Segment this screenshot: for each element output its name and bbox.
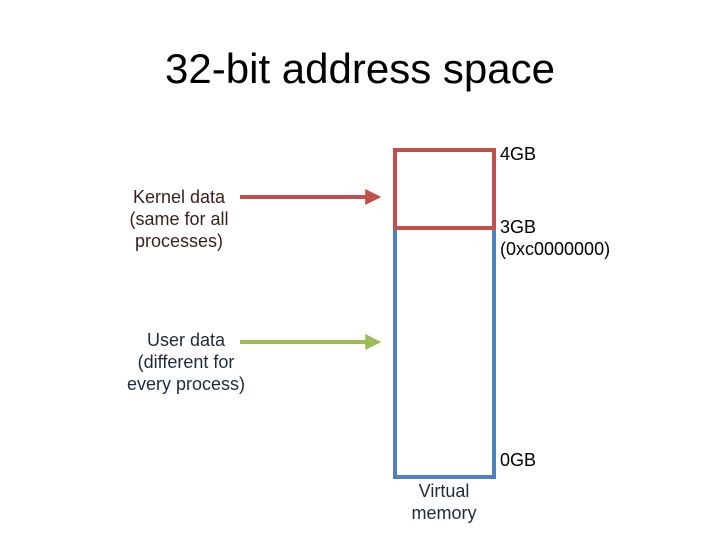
kernel-data-label: Kernel data (same for all processes) xyxy=(129,187,229,251)
user-data-label: User data (different for every process) xyxy=(126,330,246,394)
user-region-box xyxy=(393,226,496,479)
slide-title: 32-bit address space xyxy=(165,45,555,92)
virtual-memory-label: Virtual memory xyxy=(411,481,477,523)
marker-0gb: 0GB xyxy=(500,450,537,470)
marker-4gb: 4GB xyxy=(500,144,537,164)
marker-3gb: 3GB (0xc0000000) xyxy=(500,217,611,259)
kernel-region-box xyxy=(393,148,496,230)
